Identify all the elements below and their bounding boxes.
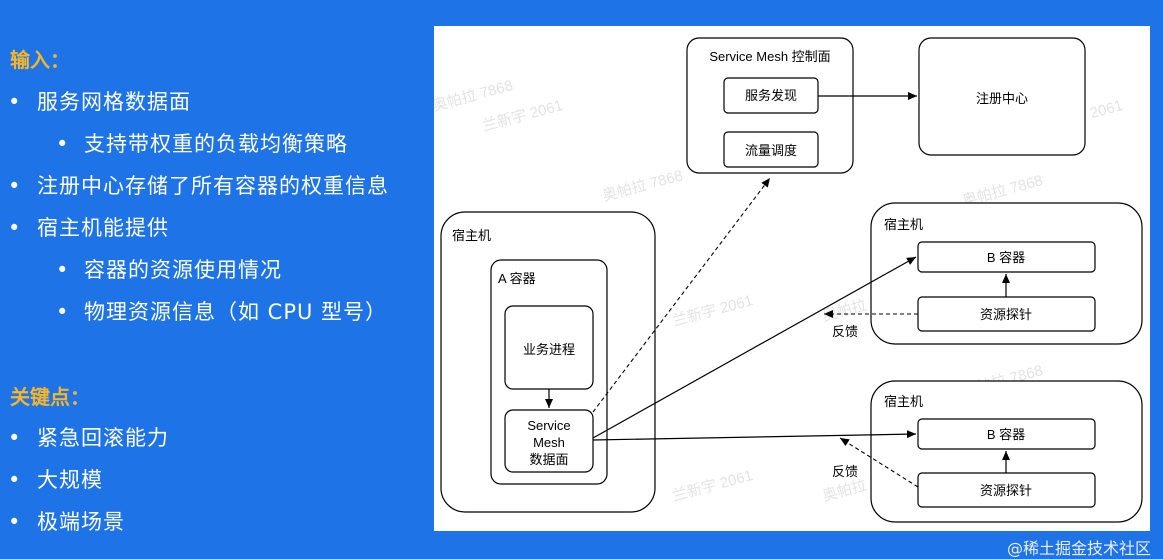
feedback1-label: 反馈 [832,324,858,339]
host-bottom-right-label: 宿主机 [884,394,923,409]
service-discovery-label: 服务发现 [745,88,797,103]
business-process-label: 业务进程 [523,342,575,357]
bullet-dot: • [8,90,22,114]
traffic-scheduling-box [723,131,819,168]
bullet-text: 服务网格数据面 [37,90,191,114]
lettering-text: 奥帕拉 7868 [601,167,685,205]
bullet-item: • 物理资源信息（如 CPU 型号） [56,296,387,326]
dataplane-to-b1-arrow [592,256,917,439]
registry-label: 注册中心 [976,91,1028,106]
bullet-dot: • [8,426,22,450]
bullet-dot: • [56,132,70,156]
bullet-item: • 支持带权重的负载均衡策略 [56,128,348,158]
bullet-item: • 大规模 [8,464,103,494]
bullet-item: • 紧急回滚能力 [8,422,169,452]
watermark: @稀土掘金技术社区 [1006,539,1151,558]
diagram-canvas: 奥帕拉 7868 兰新宇 2061 奥帕拉 7868 兰新宇 2061 奥帕拉 … [434,37,1143,523]
dataplane-to-b2-arrow [592,430,917,441]
data-plane-box [504,409,594,473]
bullet-dot: • [8,510,22,534]
bullet-item: • 极端场景 [8,506,125,536]
host-top-right-label: 宿主机 [884,217,923,232]
bullet-text: 宿主机能提供 [37,216,169,240]
bullet-text: 极端场景 [37,510,125,534]
bullet-dot: • [56,258,70,282]
registry-box [918,37,1086,156]
bullet-text: 大规模 [37,468,103,492]
left-panel: 输入： • 服务网格数据面 • 支持带权重的负载均衡策略 • 注册中心存储了所有容器的… [0,0,434,559]
lettering-text: 奥帕拉 7868 [434,77,515,115]
bullet-dot: • [8,216,22,240]
control-plane-label: Service Mesh 控制面 [709,49,830,64]
probe1-label: 资源探针 [980,307,1032,322]
host-left-label: 宿主机 [452,228,491,243]
key-points-title: 关键点： [10,385,90,409]
bullet-item: • 服务网格数据面 [8,86,191,116]
data-plane-label-2: Mesh [533,435,565,450]
input-title: 输入： [10,48,70,72]
bullet-text: 支持带权重的负载均衡策略 [84,132,348,156]
container-b2-box [917,418,1096,450]
probe2-label: 资源探针 [980,483,1032,498]
container-b2-label: B 容器 [987,427,1025,442]
feedback2-arrow [839,437,919,488]
lettering-text: 兰新宇 2061 [671,292,755,330]
bullet-item: • 容器的资源使用情况 [56,254,282,284]
bullet-text: 紧急回滚能力 [37,426,169,450]
bullet-dot: • [56,300,70,324]
container-b1-box [917,241,1096,273]
bullet-text: 容器的资源使用情况 [84,258,282,282]
traffic-scheduling-label: 流量调度 [745,143,797,158]
container-b1-label: B 容器 [987,250,1025,265]
lettering-text: 兰新宇 2061 [481,97,565,135]
bullet-item: • 注册中心存储了所有容器的权重信息 [8,170,389,200]
data-plane-label-3: 数据面 [529,452,568,467]
bullet-text: 物理资源信息（如 CPU 型号） [84,300,388,324]
bullet-dot: • [8,468,22,492]
container-a-label: A 容器 [498,271,536,286]
architecture-diagram: 奥帕拉 7868 兰新宇 2061 奥帕拉 7868 兰新宇 2061 奥帕拉 … [434,26,1150,531]
bullet-dot: • [8,174,22,198]
bullet-item: • 宿主机能提供 [8,212,169,242]
bullet-text: 注册中心存储了所有容器的权重信息 [37,174,389,198]
feedback2-label: 反馈 [832,464,858,479]
lettering-text: 兰新宇 2061 [671,467,755,505]
data-plane-label-1: Service [527,418,570,433]
